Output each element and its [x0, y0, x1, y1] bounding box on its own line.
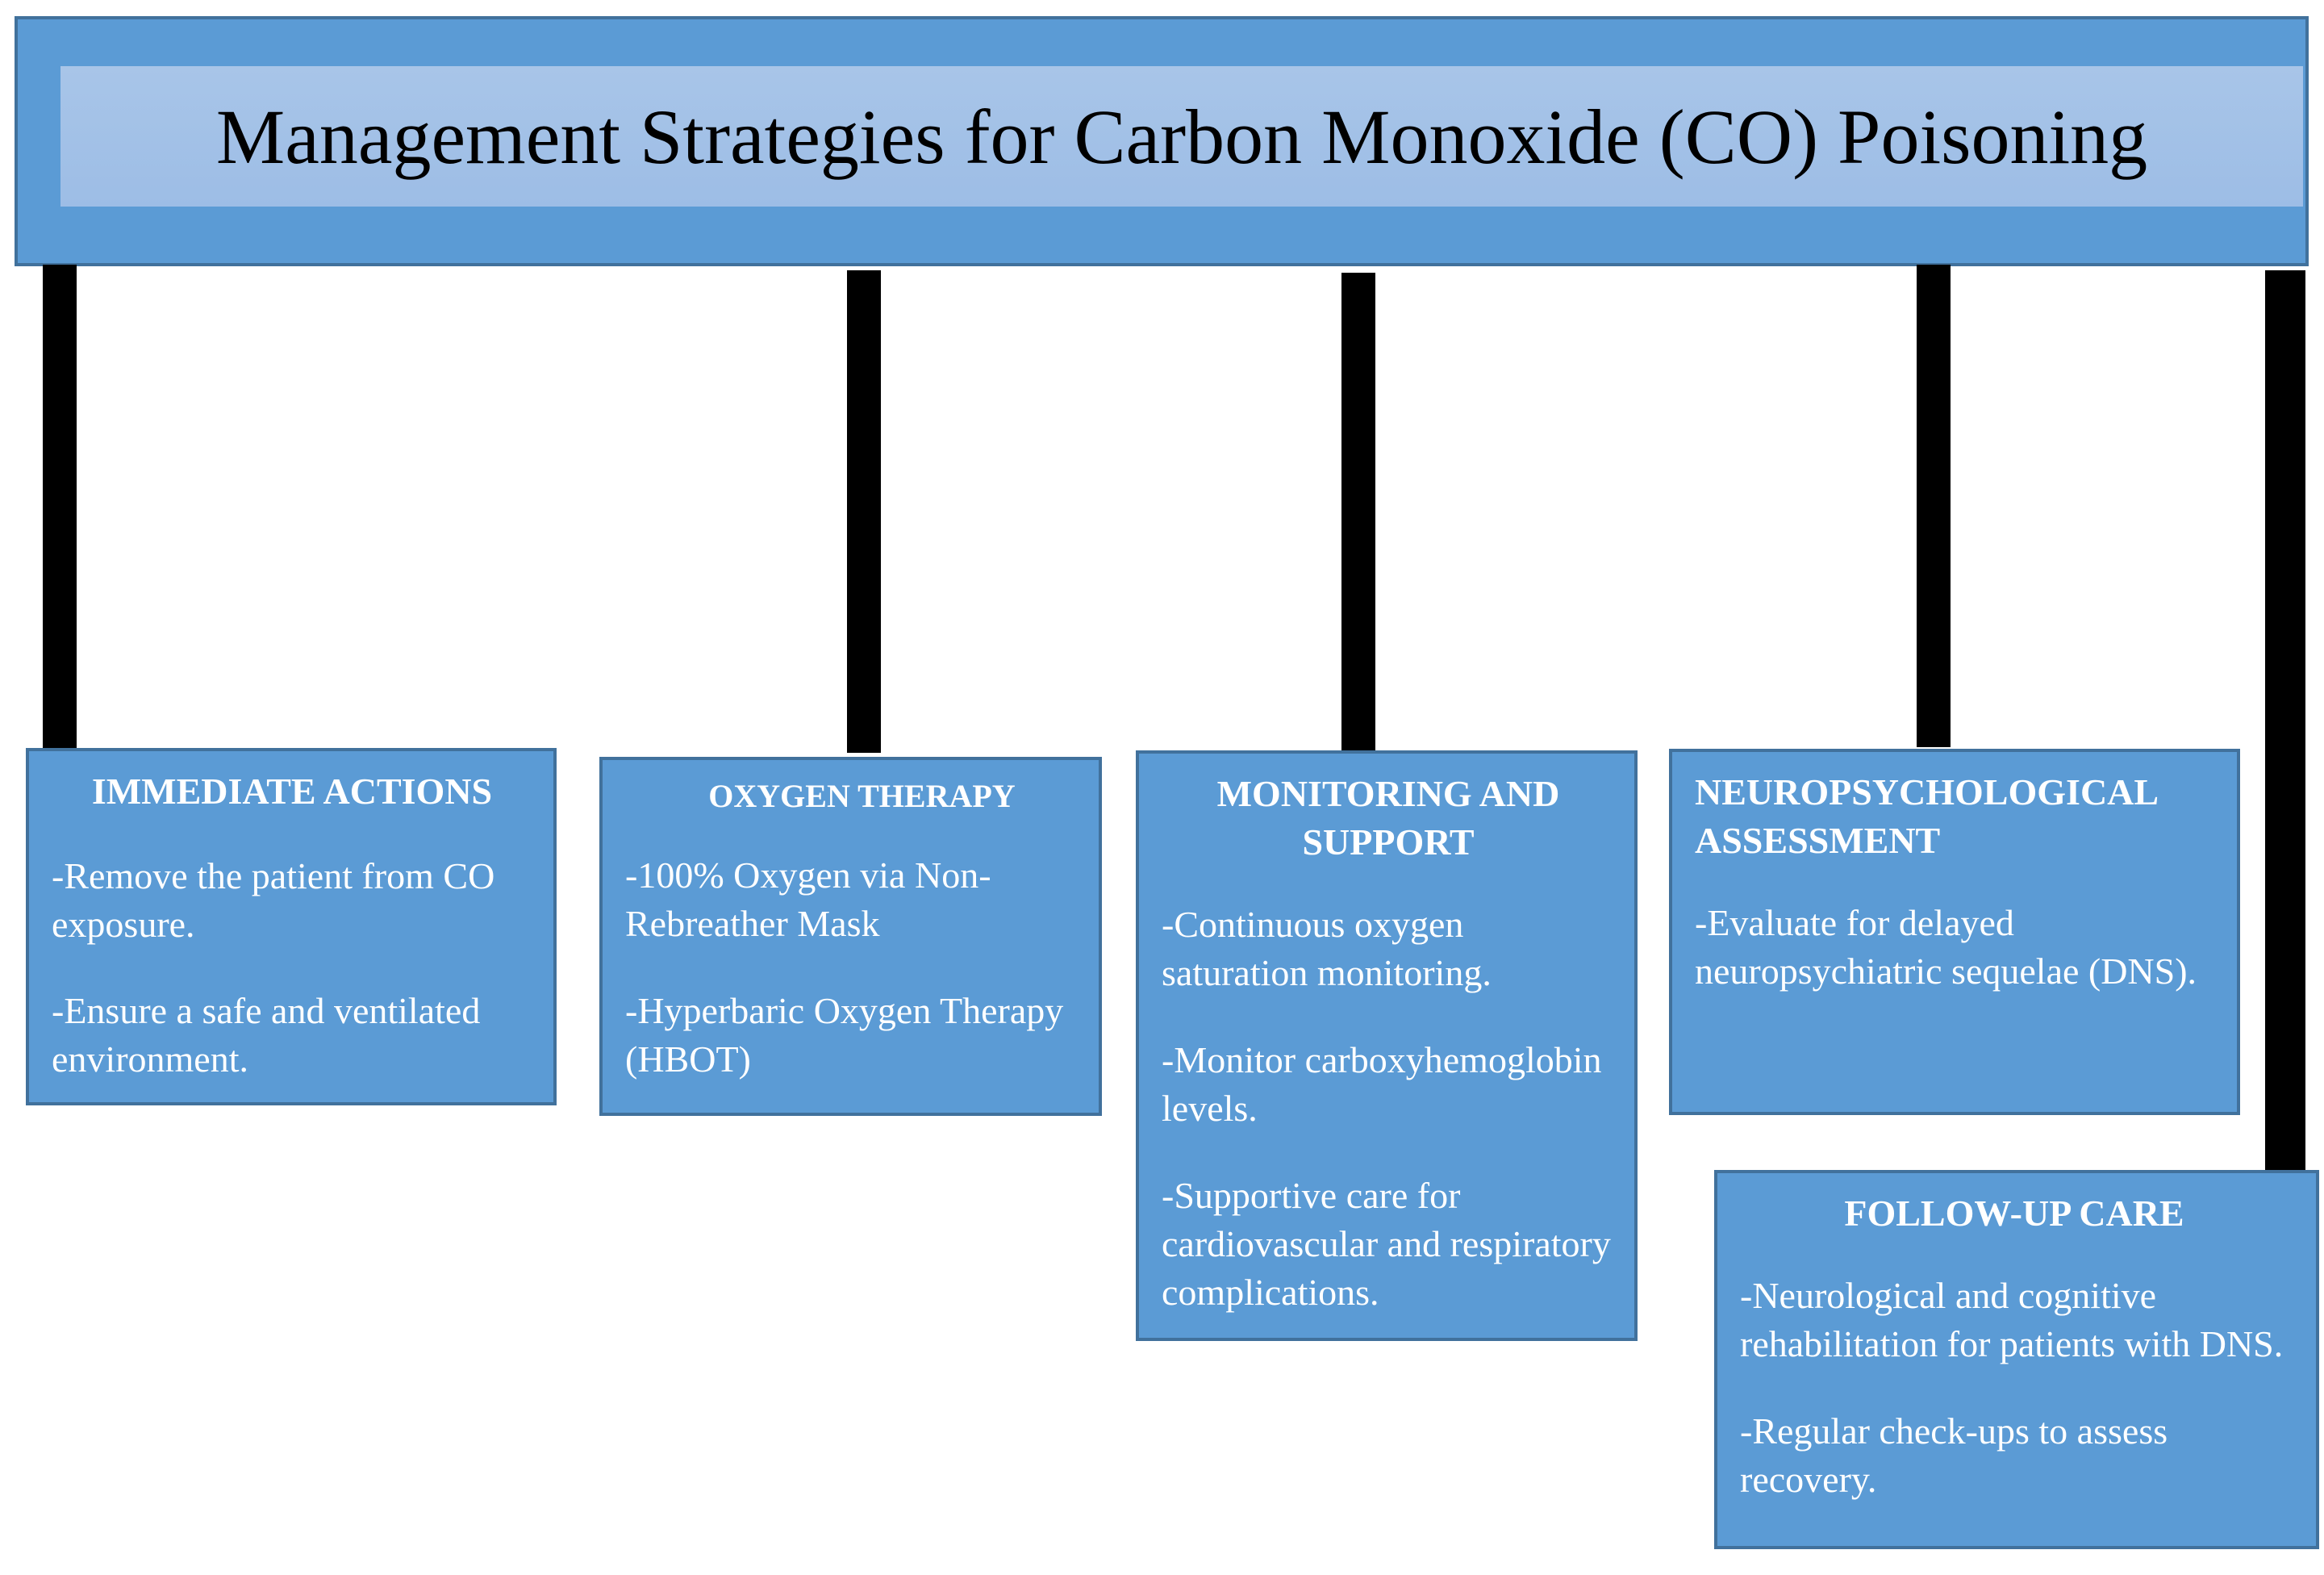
diagram-title: Management Strategies for Carbon Monoxid… [215, 93, 2148, 180]
box-item: -Supportive care for cardiovascular and … [1162, 1175, 1611, 1313]
box-title: IMMEDIATE ACTIONS [91, 771, 493, 812]
box-title: OXYGEN THERAPY [708, 778, 1016, 814]
box-title: FOLLOW-UP CARE [1844, 1193, 2184, 1234]
box-item: -Continuous oxygen saturation monitoring… [1162, 904, 1492, 993]
box-item: -Regular check-ups to assess recovery. [1740, 1410, 2168, 1500]
box-oxygen-therapy: OXYGEN THERAPY -100% Oxygen via Non-Rebr… [599, 757, 1102, 1116]
box-title: NEUROPSYCHOLOGICAL ASSESSMENT [1695, 771, 2157, 861]
box-follow-up-care: FOLLOW-UP CARE -Neurological and cogniti… [1714, 1170, 2319, 1549]
connector-follow-up-care [2265, 270, 2305, 1170]
box-neuropsychological-assessment: NEUROPSYCHOLOGICAL ASSESSMENT -Evaluate … [1669, 749, 2240, 1115]
box-item: -Evaluate for delayed neuropsychiatric s… [1695, 902, 2197, 992]
connector-oxygen-therapy [847, 270, 881, 753]
box-item: -Neurological and cognitive rehabilitati… [1740, 1275, 2284, 1364]
connector-neuropsychological-assessment [1917, 265, 1951, 747]
box-item: -Remove the patient from CO exposure. [52, 855, 495, 945]
connector-immediate-actions [43, 265, 77, 749]
connector-monitoring-support [1341, 273, 1375, 754]
box-immediate-actions: IMMEDIATE ACTIONS -Remove the patient fr… [26, 748, 557, 1105]
box-item: -Hyperbaric Oxygen Therapy (HBOT) [625, 990, 1064, 1080]
box-monitoring-support: MONITORING AND SUPPORT -Continuous oxyge… [1136, 750, 1638, 1341]
box-title: MONITORING AND SUPPORT [1216, 773, 1560, 863]
box-item: -Monitor carboxyhemoglobin levels. [1162, 1039, 1602, 1129]
box-item: -Ensure a safe and ventilated environmen… [52, 990, 481, 1080]
title-band: Management Strategies for Carbon Monoxid… [60, 66, 2303, 207]
box-item: -100% Oxygen via Non-Rebreather Mask [625, 854, 991, 944]
